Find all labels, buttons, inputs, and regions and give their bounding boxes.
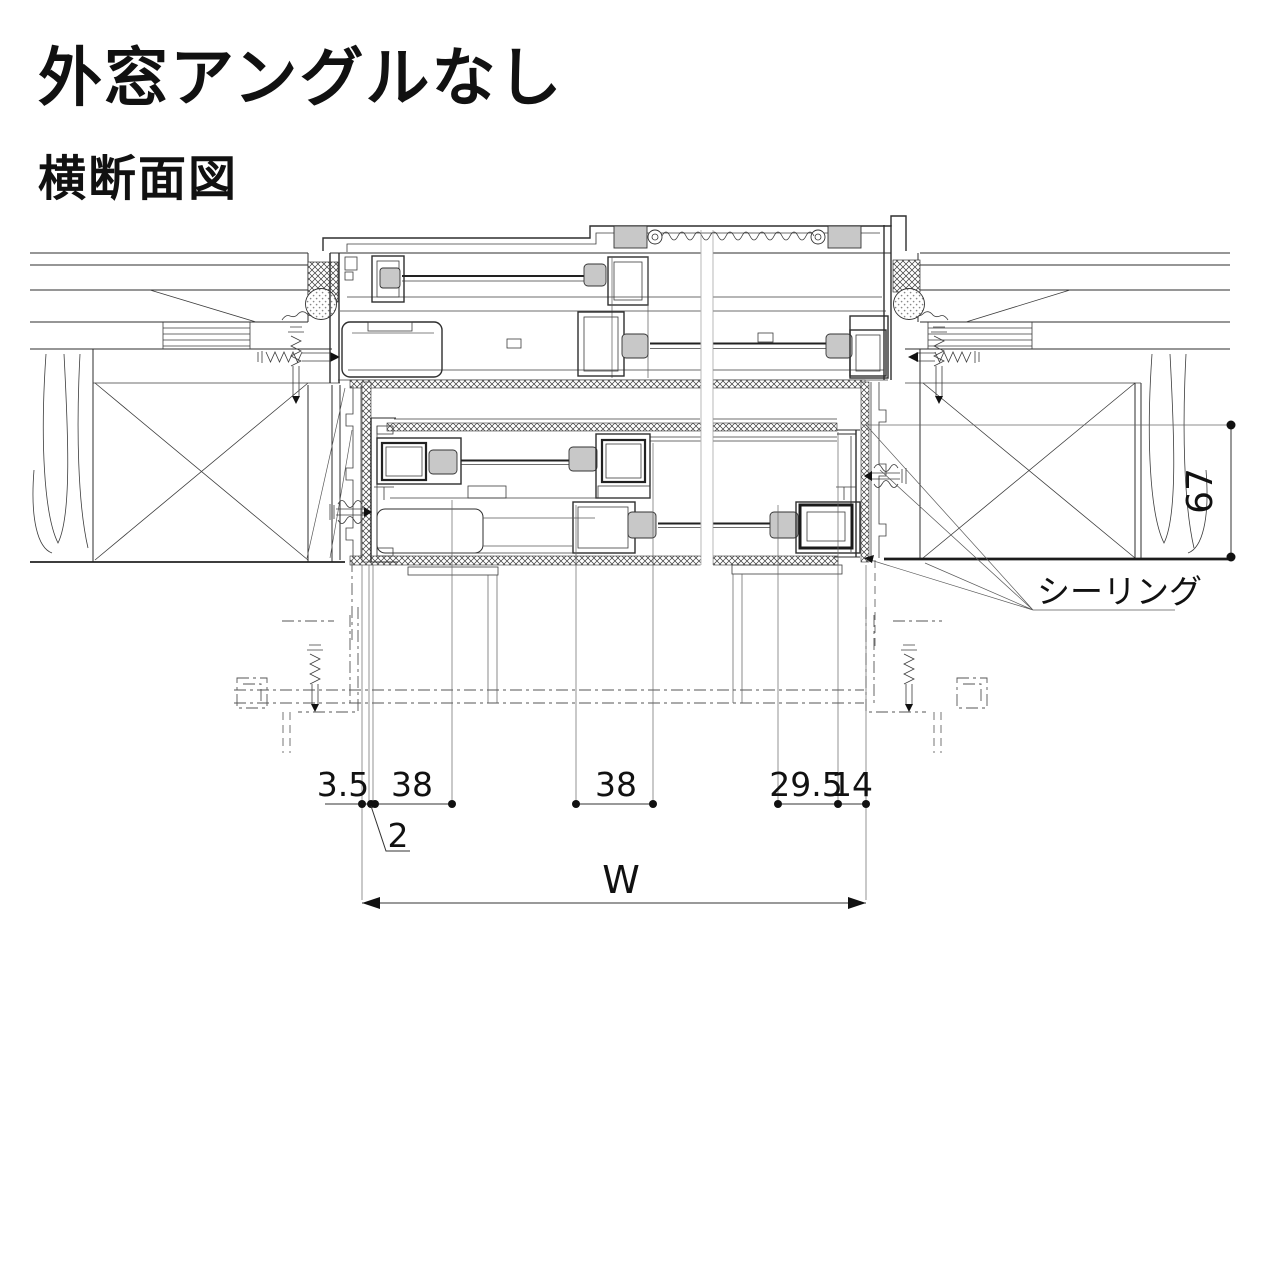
right-anchor-screw — [864, 464, 907, 488]
left-vertical-screw — [288, 326, 304, 404]
dim-38-center: 38 — [595, 765, 637, 804]
dim-67: 67 — [1180, 468, 1221, 514]
inner-window-section — [329, 379, 907, 576]
dim-w: W — [602, 858, 640, 902]
dim-38-left: 38 — [391, 765, 433, 804]
right-bottom-screw — [901, 644, 917, 712]
section-subtitle: 横断面図 — [38, 151, 238, 207]
left-horizontal-screw — [257, 351, 340, 363]
left-bottom-screw — [307, 644, 323, 712]
sealing-label: シーリング — [1037, 572, 1202, 611]
outer-window-section — [322, 215, 907, 383]
page-title: 外窓アングルなし — [38, 42, 563, 116]
right-wall-section — [884, 252, 1231, 561]
section-break-lines — [700, 230, 714, 568]
dim-14: 14 — [831, 765, 873, 804]
right-vertical-screw — [931, 326, 947, 404]
dim-3-5: 3.5 — [317, 765, 369, 804]
dim-29-5: 29.5 — [769, 765, 842, 804]
right-horizontal-screw — [908, 351, 980, 363]
left-anchor-screw — [329, 500, 372, 524]
optional-frame-phantom — [234, 560, 988, 753]
dimension-annotations: 3.5 38 38 29.5 14 2 W 67 シーリング — [317, 420, 1236, 909]
dim-2: 2 — [388, 816, 409, 855]
left-wall-section — [30, 252, 353, 563]
